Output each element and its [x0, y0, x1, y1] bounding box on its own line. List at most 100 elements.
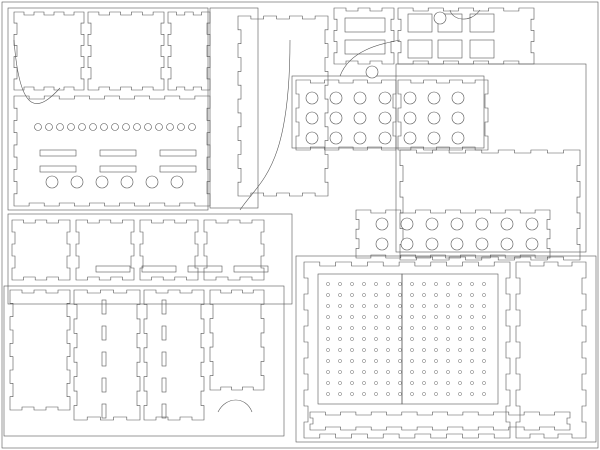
hole-perforation: [374, 304, 378, 308]
hole-perforation: [338, 348, 342, 352]
hole-perforation: [482, 370, 486, 374]
hole-perforation: [434, 337, 438, 341]
hole-perforation: [326, 381, 330, 385]
hole-large: [451, 91, 465, 105]
hole-perforation: [470, 359, 474, 363]
hole-perforation: [338, 304, 342, 308]
hole-strip: [375, 217, 389, 231]
hole-perforation: [446, 326, 450, 330]
hole-perforation: [398, 315, 402, 319]
hole-perforation: [422, 348, 426, 352]
hole-perforation: [362, 337, 366, 341]
hole-small-row: [111, 123, 119, 131]
hole-perforation: [326, 370, 330, 374]
hole-perforation: [422, 370, 426, 374]
hole-perforation: [386, 326, 390, 330]
hole-perforation: [470, 282, 474, 286]
slot-left-mid: [39, 149, 77, 157]
hole-perforation: [326, 304, 330, 308]
slot-mid-band: [233, 265, 269, 273]
panel-holes-right: [397, 79, 489, 151]
panel-mid-2: [75, 219, 135, 281]
panel-tall-mid: [237, 15, 329, 197]
hole-single: [433, 11, 447, 25]
hole-perforation: [470, 348, 474, 352]
hole-strip: [375, 237, 389, 251]
slot-left-mid: [99, 149, 137, 157]
hole-perforation: [482, 392, 486, 396]
hole-perforation: [386, 348, 390, 352]
hole-perforation: [350, 282, 354, 286]
hole-strip: [425, 237, 439, 251]
hole-perforation: [374, 282, 378, 286]
hole-perforation: [482, 282, 486, 286]
slot-vertical: [101, 299, 107, 315]
hole-perforation: [446, 381, 450, 385]
hole-perforation: [374, 326, 378, 330]
hole-perforation: [398, 326, 402, 330]
hole-perforation: [362, 359, 366, 363]
slot-top-right: [469, 39, 495, 59]
hole-perforation: [386, 381, 390, 385]
hole-large: [378, 131, 392, 145]
hole-perforation: [458, 392, 462, 396]
hole-perforation: [482, 381, 486, 385]
hole-perforation: [326, 359, 330, 363]
hole-perforation: [350, 359, 354, 363]
arc-curve: [239, 39, 291, 211]
hole-perforation: [362, 315, 366, 319]
hole-large: [403, 111, 417, 125]
hole-perforation: [350, 337, 354, 341]
hole-perforation: [338, 381, 342, 385]
hole-perforation: [482, 326, 486, 330]
panel-top-mid-2: [397, 7, 535, 65]
hole-perforation: [446, 282, 450, 286]
hole-small-row: [89, 123, 97, 131]
panel-bottom-strip: [309, 411, 571, 431]
hole-perforation: [470, 315, 474, 319]
hole-large: [329, 131, 343, 145]
hole-strip: [475, 237, 489, 251]
hole-perforation: [350, 370, 354, 374]
hole-small-row: [67, 123, 75, 131]
hole-strip: [400, 237, 414, 251]
hole-perforation: [398, 348, 402, 352]
hole-small-row: [78, 123, 86, 131]
hole-strip: [450, 237, 464, 251]
slot-left-mid: [159, 165, 197, 173]
hole-large: [353, 91, 367, 105]
hole-perforation: [422, 304, 426, 308]
hole-perforation: [458, 370, 462, 374]
hole-perforation: [338, 326, 342, 330]
hole-perforation: [374, 381, 378, 385]
hole-medium-row: [120, 175, 134, 189]
hole-perforation: [338, 370, 342, 374]
hole-perforation: [326, 315, 330, 319]
hole-perforation: [422, 381, 426, 385]
hole-perforation: [398, 381, 402, 385]
hole-strip: [525, 237, 539, 251]
hole-perforation: [374, 315, 378, 319]
hole-perforation: [458, 381, 462, 385]
hole-perforation: [422, 359, 426, 363]
hole-perforation: [386, 304, 390, 308]
hole-perforation: [374, 392, 378, 396]
hole-small-row: [166, 123, 174, 131]
slot-top-mid: [344, 39, 386, 55]
hole-perforation: [410, 293, 414, 297]
hole-medium-row: [170, 175, 184, 189]
hole-perforation: [386, 370, 390, 374]
slot-vertical: [161, 325, 167, 341]
hole-large: [427, 131, 441, 145]
hole-perforation: [422, 282, 426, 286]
slot-left-mid: [99, 165, 137, 173]
hole-perforation: [470, 337, 474, 341]
hole-large: [353, 111, 367, 125]
panel-bottom-2: [73, 289, 141, 421]
hole-perforation: [470, 381, 474, 385]
slot-vertical: [101, 403, 107, 419]
panel-top-mid-1: [333, 7, 395, 65]
hole-large: [403, 131, 417, 145]
panel-top-left-1: [13, 11, 85, 91]
